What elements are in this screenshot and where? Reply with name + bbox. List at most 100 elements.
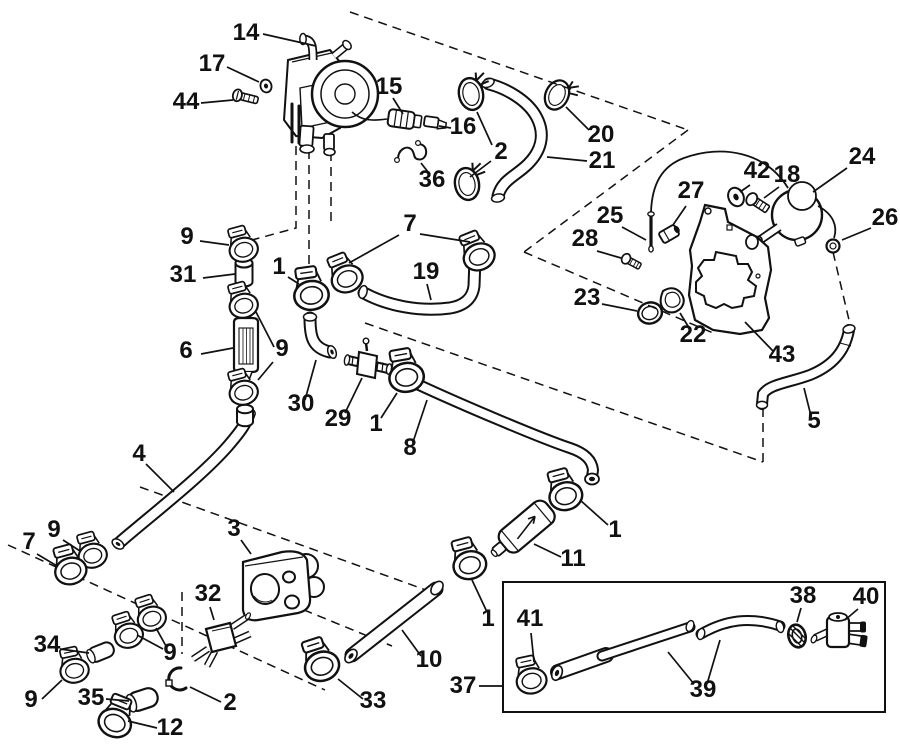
leader-line-39 <box>706 639 721 685</box>
leader-line-26 <box>841 227 872 241</box>
leader-line-9 <box>155 627 167 647</box>
leader-line-22 <box>679 312 692 332</box>
callout-24: 24 <box>849 143 876 170</box>
callout-7: 7 <box>403 210 416 237</box>
part-11-fuel-filter <box>490 499 556 558</box>
callout-32: 32 <box>195 580 222 607</box>
part-36-wire-clip <box>394 140 428 164</box>
leader-line-17 <box>226 66 260 83</box>
leader-line-1 <box>579 499 609 526</box>
callout-43: 43 <box>769 341 796 368</box>
leader-line-25 <box>621 226 647 241</box>
callout-1: 1 <box>272 253 285 280</box>
callout-40: 40 <box>853 583 880 610</box>
part-39-fuel-line-b <box>695 614 786 641</box>
callout-16: 16 <box>450 113 477 140</box>
leader-line-27 <box>672 205 687 226</box>
leader-line-12 <box>127 720 158 729</box>
callout-44: 44 <box>173 88 200 115</box>
leader-line-16 <box>438 125 452 129</box>
leader-line-9 <box>199 240 230 246</box>
callout-2: 2 <box>223 689 236 716</box>
callout-4: 4 <box>132 440 146 467</box>
leader-line-40 <box>844 608 859 621</box>
part-15-sensor-fitting <box>351 108 423 130</box>
leader-line-29 <box>344 377 363 414</box>
callout-10: 10 <box>416 646 443 673</box>
leader-line-36 <box>420 162 429 173</box>
callout-22: 22 <box>680 321 707 348</box>
callout-8: 8 <box>403 434 416 461</box>
callout-5: 5 <box>807 407 820 434</box>
leader-line-34 <box>59 648 90 654</box>
leader-line-4 <box>145 463 175 493</box>
leader-line-21 <box>546 156 588 162</box>
callout-25: 25 <box>597 202 624 229</box>
leader-line-7 <box>348 234 400 264</box>
part-42-washer <box>727 186 745 208</box>
callout-1: 1 <box>369 410 382 437</box>
part-23-o-ring <box>636 301 664 325</box>
leader-line-24 <box>812 167 848 193</box>
parts-layer <box>47 32 886 744</box>
callout-17: 17 <box>199 50 226 77</box>
callout-9: 9 <box>163 639 176 666</box>
leader-line-30 <box>304 359 317 401</box>
part-27-fitting <box>658 224 680 244</box>
part-44-screw <box>231 88 259 105</box>
leader-line-1 <box>471 579 488 613</box>
construction-dashed-lines <box>7 11 850 691</box>
part-22-seal <box>659 287 685 314</box>
leader-line-39 <box>667 651 695 685</box>
part-18-screw <box>745 192 771 214</box>
callout-21: 21 <box>589 147 616 174</box>
callout-2: 2 <box>494 138 507 165</box>
callout-23: 23 <box>574 284 601 311</box>
callout-26: 26 <box>872 204 899 231</box>
callout-36: 36 <box>419 166 446 193</box>
part-17-washer <box>259 78 273 94</box>
part-25-plunger-pin <box>647 211 655 253</box>
leader-line-3 <box>240 539 252 555</box>
callout-7: 7 <box>22 528 35 555</box>
leader-line-9 <box>136 634 164 650</box>
part-2-retainer-clip <box>165 666 188 692</box>
leader-line-7 <box>419 233 471 243</box>
elbow-hose-30 <box>302 311 338 360</box>
leader-line-23 <box>601 303 638 312</box>
leader-line-6 <box>200 347 234 355</box>
leader-line-32 <box>209 606 215 621</box>
callout-9: 9 <box>275 335 288 362</box>
part-31-spacer-lower <box>236 403 254 428</box>
callout-9: 9 <box>180 223 193 250</box>
callout-31: 31 <box>170 261 197 288</box>
leader-line-2 <box>189 686 222 703</box>
leader-line-31 <box>202 273 236 279</box>
callout-30: 30 <box>288 390 315 417</box>
callout-34: 34 <box>34 631 61 658</box>
leader-line-20 <box>565 106 590 131</box>
leader-line-5 <box>803 387 812 417</box>
part-39-fuel-line-a <box>550 619 696 682</box>
leader-line-42 <box>739 184 751 193</box>
leader-line-9 <box>62 539 81 552</box>
leader-line-28 <box>596 250 622 259</box>
part-29-tee-fitting <box>343 337 393 380</box>
callout-11: 11 <box>560 545 585 572</box>
callout-39: 39 <box>690 676 717 703</box>
callout-9: 9 <box>47 516 60 543</box>
callout-6: 6 <box>179 337 192 364</box>
leader-line-33 <box>337 678 364 700</box>
callout-42: 42 <box>744 157 771 184</box>
callout-41: 41 <box>517 605 544 632</box>
leader-line-10 <box>401 629 422 657</box>
callout-9: 9 <box>24 686 37 713</box>
leader-line-35 <box>105 698 130 702</box>
callout-33: 33 <box>360 687 387 714</box>
leader-line-43 <box>744 321 774 352</box>
leader-line-1 <box>287 276 300 285</box>
leader-line-8 <box>412 399 428 443</box>
callout-15: 15 <box>376 73 403 100</box>
